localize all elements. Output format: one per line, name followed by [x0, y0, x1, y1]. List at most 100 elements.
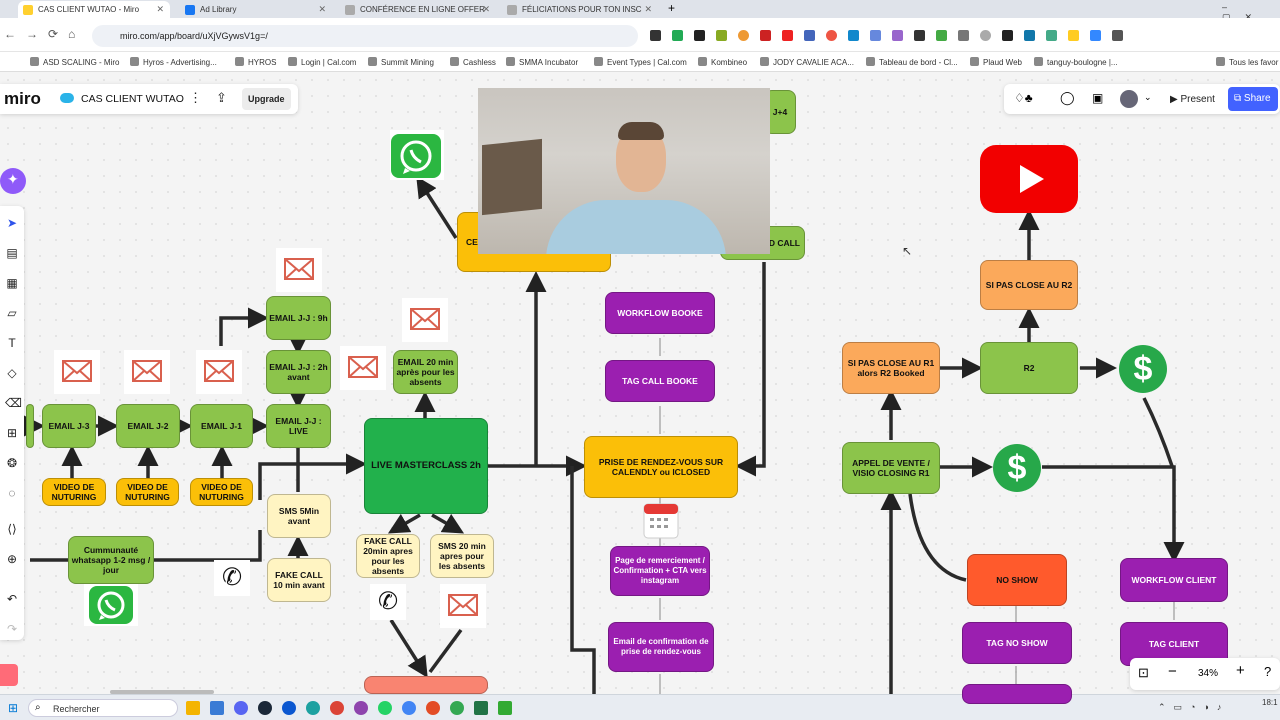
bookmark-item[interactable]: Cashless [450, 57, 496, 67]
more-options-icon[interactable]: ⋮ [189, 90, 202, 105]
youtube-icon[interactable] [980, 145, 1078, 213]
zoom-out-icon[interactable]: − [1168, 663, 1177, 680]
extension-icon[interactable] [650, 30, 661, 41]
bookmark-item[interactable]: Summit Mining [368, 57, 434, 67]
extension-icon[interactable] [936, 30, 947, 41]
bookmark-item[interactable]: Tous les favor [1216, 57, 1278, 67]
extension-icon[interactable] [958, 30, 969, 41]
taskbar-search[interactable]: ⌕ Rechercher [28, 699, 178, 717]
fit-to-screen-icon[interactable]: ⊡ [1138, 665, 1149, 680]
node-tag-no-show[interactable]: TAG NO SHOW [962, 622, 1072, 664]
nav-buttons-icon[interactable]: ←→⟳⌂ [4, 27, 86, 41]
whatsapp-icon[interactable] [391, 134, 441, 178]
extension-icon[interactable] [826, 30, 837, 41]
node-tag-call-booke[interactable]: TAG CALL BOOKE [605, 360, 715, 402]
node-video-nurturing[interactable]: VIDEO DE NUTURING [116, 478, 179, 506]
bookmark-item[interactable]: Tableau de bord - Cl... [866, 57, 958, 67]
extension-icon[interactable] [1046, 30, 1057, 41]
node-r2[interactable]: R2 [980, 342, 1078, 394]
taskbar-app-icon[interactable] [186, 701, 200, 715]
taskbar-app-icon[interactable] [354, 701, 368, 715]
bookmark-item[interactable]: Event Types | Cal.com [594, 57, 687, 67]
extension-icon[interactable] [914, 30, 925, 41]
frames-icon[interactable]: ▦ [6, 276, 18, 290]
node-email-confirmation[interactable]: Email de confirmation de prise de rendez… [608, 622, 714, 672]
bookmark-item[interactable]: Plaud Web [970, 57, 1022, 67]
mind-map-icon[interactable]: ❂ [6, 456, 18, 470]
bookmark-item[interactable]: Login | Cal.com [288, 57, 356, 67]
node-si-pas-close-r2[interactable]: SI PAS CLOSE AU R2 [980, 260, 1078, 310]
frame-tool-icon[interactable]: ⊞ [6, 426, 18, 440]
comment-tool-icon[interactable]: ◌ [8, 486, 16, 500]
node-purple-partial[interactable] [962, 684, 1072, 704]
taskbar-app-icon[interactable] [234, 701, 248, 715]
clock[interactable]: 18:1 [1262, 698, 1278, 707]
add-more-icon[interactable]: ⊕ [6, 552, 18, 566]
extension-icon[interactable] [760, 30, 771, 41]
ai-assist-icon[interactable]: ✦ [0, 168, 26, 194]
node-appel-de-vente[interactable]: APPEL DE VENTE / VISIO CLOSING R1 [842, 442, 940, 494]
extension-icon[interactable] [804, 30, 815, 41]
bookmark-item[interactable]: HYROS [235, 57, 276, 67]
extension-icon[interactable] [782, 30, 793, 41]
extension-icon[interactable] [980, 30, 991, 41]
extension-icon[interactable] [738, 30, 749, 41]
video-call-icon[interactable]: ▣ [1092, 91, 1104, 105]
extension-icon[interactable] [870, 30, 881, 41]
select-cursor-icon[interactable]: ➤ [6, 216, 18, 230]
bookmark-item[interactable]: JODY CAVALIE ACA... [760, 57, 854, 67]
bookmark-item[interactable]: Kombineo [698, 57, 747, 67]
embed-code-icon[interactable]: ⟨⟩ [7, 522, 17, 536]
reactions-icon[interactable]: ♢♣ [1014, 91, 1033, 105]
new-tab-icon[interactable]: + [668, 1, 676, 15]
bookmark-item[interactable]: SMMA Incubator [506, 57, 578, 67]
board-title[interactable]: CAS CLIENT WUTAO [81, 93, 184, 105]
system-tray-icons[interactable]: ⌃▭◔◑♪ [1158, 702, 1230, 712]
taskbar-app-icon[interactable] [402, 701, 416, 715]
taskbar-app-icon[interactable] [378, 701, 392, 715]
miro-logo[interactable]: miro [4, 89, 41, 108]
node-fake-call-20min[interactable]: FAKE CALL 20min apres pour les absents [356, 534, 420, 578]
help-icon[interactable]: ? [1264, 664, 1272, 679]
avatar[interactable] [1120, 90, 1138, 108]
templates-icon[interactable]: ▤ [6, 246, 18, 260]
taskbar-app-icon[interactable] [330, 701, 344, 715]
whatsapp-icon[interactable] [89, 586, 133, 624]
undo-icon[interactable]: ↶ [6, 592, 18, 606]
zoom-in-icon[interactable]: + [1236, 662, 1245, 679]
export-icon[interactable]: ⇪ [216, 90, 227, 105]
taskbar-app-icon[interactable] [426, 701, 440, 715]
windows-start-icon[interactable]: ⊞ [8, 701, 19, 715]
node-sms-5min[interactable]: SMS 5Min avant [267, 494, 331, 538]
eraser-icon[interactable]: ⌫ [5, 396, 22, 410]
node-email-20min[interactable]: EMAIL 20 min après pour les absents [393, 350, 458, 394]
node-workflow-client[interactable]: WORKFLOW CLIENT [1120, 558, 1228, 602]
node-live-masterclass[interactable]: LIVE MASTERCLASS 2h [364, 418, 488, 514]
upgrade-button[interactable]: Upgrade [242, 88, 291, 110]
present-button[interactable]: ▶ Present [1170, 94, 1215, 105]
taskbar-app-icon[interactable] [258, 701, 272, 715]
chevron-down-icon[interactable]: ⌄ [1144, 92, 1152, 102]
taskbar-app-icon[interactable] [306, 701, 320, 715]
sticky-note-icon[interactable]: ▱ [7, 306, 17, 320]
taskbar-app-icon[interactable] [210, 701, 224, 715]
node-salmon-partial[interactable] [364, 676, 488, 694]
tab-conference[interactable]: CONFÉRENCE EN LIGNE OFFER✕ [340, 1, 496, 18]
node-workflow-booke[interactable]: WORKFLOW BOOKE [605, 292, 715, 334]
url-input[interactable]: miro.com/app/board/uXjVGywsV1g=/ [92, 25, 638, 47]
node-no-show[interactable]: NO SHOW [967, 554, 1067, 606]
extension-icon[interactable] [1002, 30, 1013, 41]
shapes-icon[interactable]: ◇ [7, 366, 17, 380]
node-email-partial[interactable] [26, 404, 34, 448]
close-icon[interactable]: ✕ [156, 4, 164, 14]
window-controls-icon[interactable]: –▢✕ [1222, 2, 1267, 22]
horizontal-scrollbar[interactable] [110, 690, 214, 694]
record-icon[interactable] [0, 664, 18, 686]
extensions-puzzle-icon[interactable] [1112, 30, 1123, 41]
node-prise-rdv[interactable]: PRISE DE RENDEZ-VOUS SUR CALENDLY ou ICL… [584, 436, 738, 498]
close-icon[interactable]: ✕ [644, 4, 652, 14]
node-email-j3[interactable]: EMAIL J-3 [42, 404, 96, 448]
redo-icon[interactable]: ↷ [6, 622, 18, 636]
extension-icon[interactable] [892, 30, 903, 41]
close-icon[interactable]: ✕ [318, 4, 326, 14]
